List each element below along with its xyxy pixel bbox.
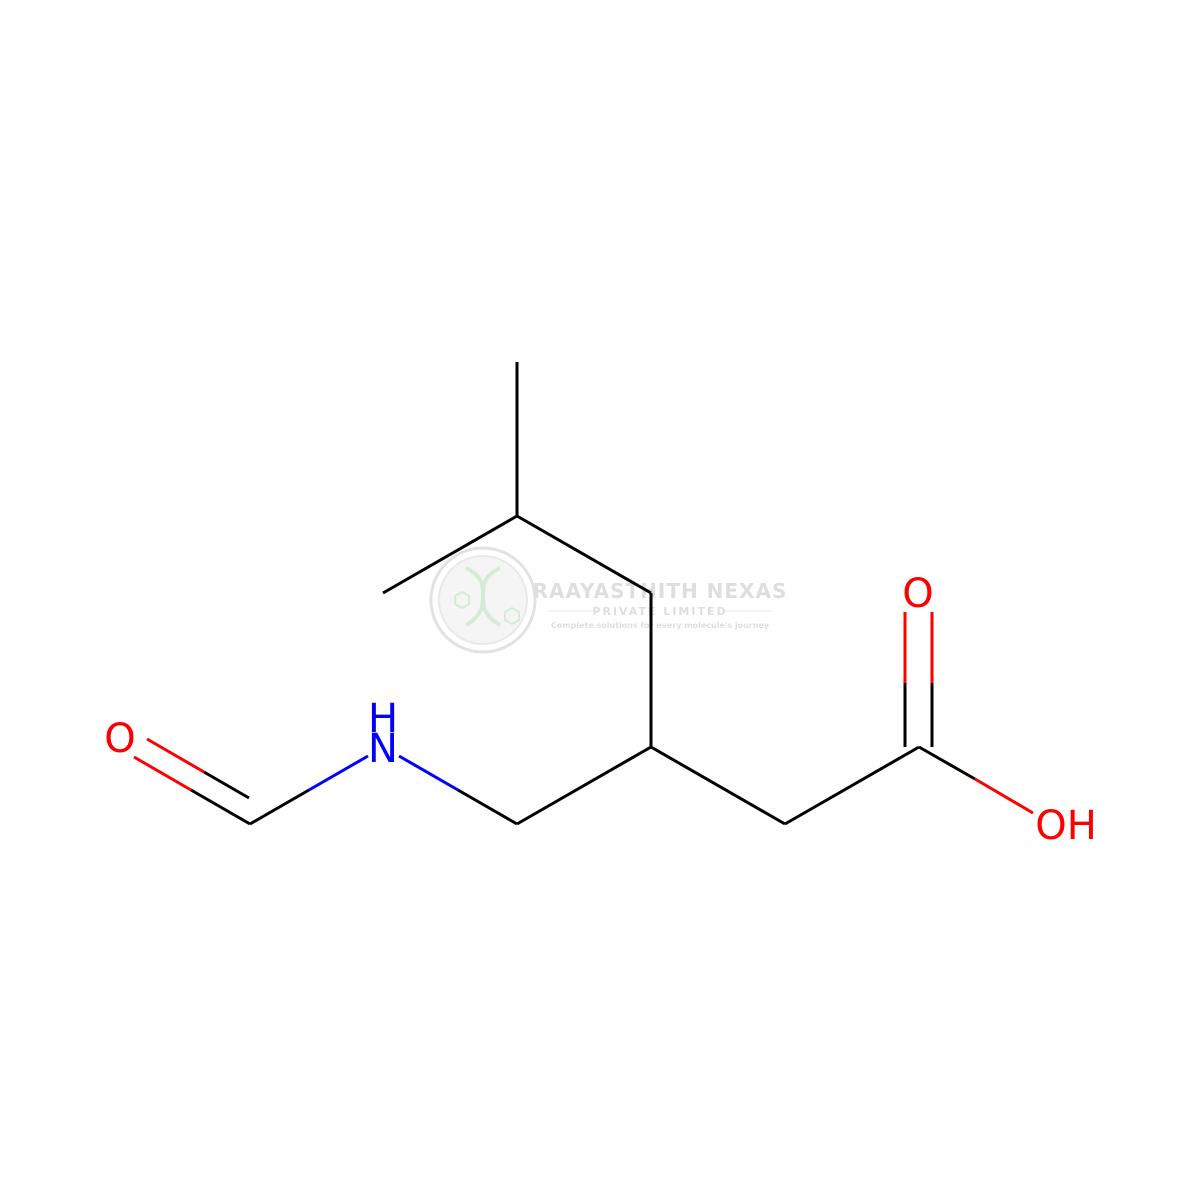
bond-methyl-left bbox=[382, 514, 518, 595]
watermark-subtitle: PRIVATE LIMITED bbox=[592, 605, 727, 618]
atom-label-hydroxyl: OH bbox=[1035, 803, 1097, 849]
bond-carboxyl-to-oh bbox=[918, 745, 976, 781]
bond-chiral-to-ch2coo bbox=[650, 745, 786, 826]
heteroatom-bonds bbox=[133, 612, 1034, 815]
company-watermark: RAAYASTHITH NEXAS PRIVATE LIMITED Comple… bbox=[429, 546, 788, 654]
watermark-company-name: RAAYASTHITH NEXAS bbox=[533, 579, 788, 603]
bond-chiral-to-ch2n bbox=[516, 745, 652, 826]
bond-formyl-red-inner bbox=[146, 737, 205, 774]
watermark-logo-circle bbox=[429, 546, 537, 654]
bond-oh-red bbox=[974, 777, 1034, 815]
atom-labels: O H N O OH bbox=[104, 571, 1097, 849]
watermark-tagline: Complete solutions for every molecule's … bbox=[551, 621, 770, 630]
atom-label-carbonyl-oxygen: O bbox=[902, 571, 933, 617]
bond-formyl-to-n bbox=[249, 788, 310, 826]
bond-n-right-blue bbox=[398, 754, 459, 792]
bond-n-left-blue bbox=[308, 754, 369, 792]
dna-helix-icon bbox=[464, 566, 502, 627]
atom-label-amide-hydrogen: H bbox=[368, 696, 398, 742]
hexagon-icon bbox=[454, 590, 470, 610]
bond-formyl-double-outer bbox=[190, 788, 251, 826]
bond-ch2-to-carboxyl bbox=[784, 745, 920, 826]
bond-formyl-red-outer bbox=[133, 755, 192, 792]
bond-ch2n-to-n bbox=[457, 788, 518, 826]
bond-isobutyl-ch2 bbox=[516, 514, 652, 595]
hexagon-icon bbox=[504, 606, 520, 626]
atom-label-aldehyde-oxygen: O bbox=[104, 716, 135, 762]
carbon-bonds bbox=[190, 362, 976, 826]
atom-label-amide-nitrogen: N bbox=[368, 726, 398, 772]
bond-formyl-double-inner bbox=[203, 770, 250, 800]
